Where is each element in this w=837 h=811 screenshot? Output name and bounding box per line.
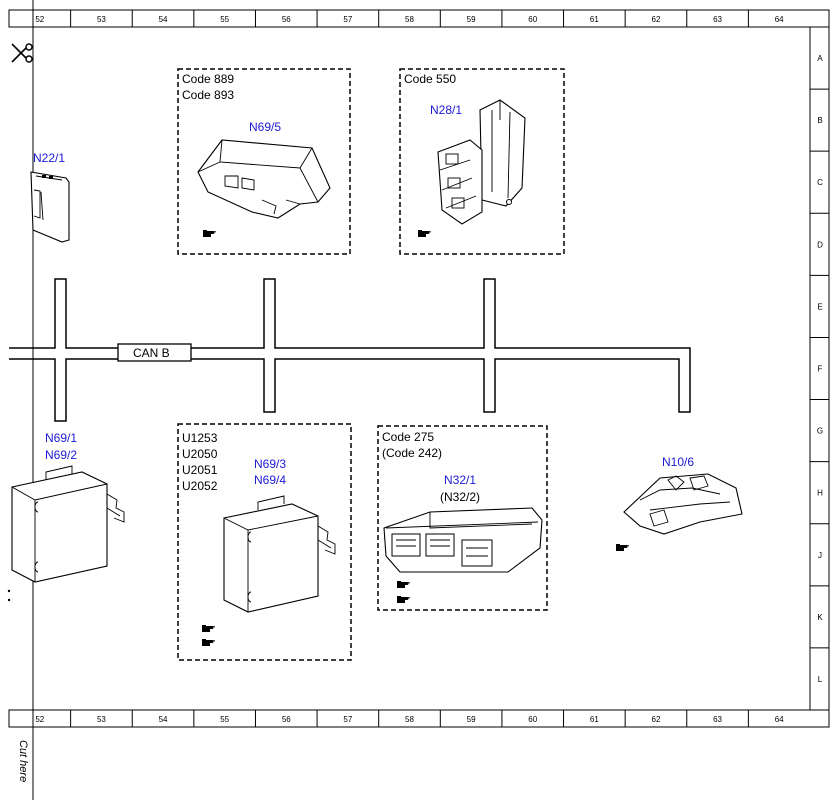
column-number-top: 62: [652, 15, 661, 24]
column-number-top: 53: [97, 15, 106, 24]
n28-1-code: Code 550: [404, 72, 456, 86]
component-n32-1: Code 275 (Code 242) N32/1 (N32/2): [377, 425, 548, 611]
n69-5-code-1: Code 889: [182, 72, 234, 86]
component-n22-1: N22/1: [30, 151, 70, 243]
row-letter: E: [817, 302, 822, 311]
can-bus: [9, 278, 691, 422]
column-number-bottom: 54: [159, 715, 168, 724]
n32-1-code-1: Code 275: [382, 430, 434, 444]
n69-4-label: N69/4: [254, 473, 286, 487]
n69-5-label: N69/5: [249, 120, 281, 134]
n10-6-label: N10/6: [662, 455, 694, 469]
column-number-bottom: 61: [590, 715, 599, 724]
component-n69-3: U1253 U2050 U2051 U2052 N69/3 N69/4: [177, 423, 352, 661]
row-letter: F: [818, 365, 823, 374]
n10-6-module-drawing: [623, 473, 743, 535]
component-n10-6: N10/6: [616, 455, 743, 551]
component-n69-5: Code 889 Code 893 N69/5: [177, 68, 351, 255]
pointing-hand-icon: [203, 230, 216, 237]
column-number-bottom: 52: [35, 715, 44, 724]
n32-2-label: (N32/2): [440, 490, 480, 504]
scissors-icon: [11, 43, 33, 63]
column-number-bottom: 60: [528, 715, 537, 724]
row-letter: H: [817, 489, 823, 498]
frame: 52 52 53 53 54 54 55 55 56 56 57 57 58 58 59 59 60 60 61 61…: [8, 0, 830, 800]
component-n28-1: Code 550 N28/1: [399, 68, 565, 255]
n69-3-label: N69/3: [254, 457, 286, 471]
column-number-bottom: 63: [713, 715, 722, 724]
n28-1-label: N28/1: [430, 103, 462, 117]
pointing-hand-icon: [202, 625, 215, 632]
n32-1-code-2: (Code 242): [382, 446, 442, 460]
n28-1-dashed-box: [399, 68, 565, 255]
row-letter: L: [818, 675, 823, 684]
pointing-hand-icon: [202, 639, 215, 646]
row-letter: A: [817, 54, 823, 63]
pointing-hand-icon: [397, 596, 410, 603]
pointing-hand-icon: [616, 544, 629, 551]
column-number-bottom: 62: [652, 715, 661, 724]
column-number-top: 59: [467, 15, 476, 24]
n69-3-code-2: U2050: [182, 447, 218, 461]
n69-3-dashed-box: [177, 423, 352, 661]
pointing-hand-icon: [418, 230, 431, 237]
column-number-top: 58: [405, 15, 414, 24]
n32-1-label: N32/1: [444, 473, 476, 487]
n22-1-label: N22/1: [33, 151, 65, 165]
n22-1-module-drawing: [30, 171, 70, 243]
column-number-top: 57: [343, 15, 352, 24]
column-number-top: 60: [528, 15, 537, 24]
column-number-bottom: 58: [405, 715, 414, 724]
n69-1-module-drawing: [7, 465, 125, 602]
n69-5-code-2: Code 893: [182, 88, 234, 102]
column-number-top: 55: [220, 15, 229, 24]
n69-3-code-1: U1253: [182, 431, 218, 445]
row-letter: J: [818, 551, 822, 560]
n28-1-module-drawing: [437, 99, 526, 225]
column-number-bottom: 64: [775, 715, 784, 724]
column-number-top: 64: [775, 15, 784, 24]
row-letter: K: [817, 613, 823, 622]
row-letter: D: [817, 240, 823, 249]
column-number-top: 52: [35, 15, 44, 24]
column-number-top: 54: [159, 15, 168, 24]
n69-3-module-drawing: [223, 495, 336, 613]
column-number-top: 63: [713, 15, 722, 24]
column-number-bottom: 53: [97, 715, 106, 724]
row-letter: G: [817, 427, 823, 436]
n69-5-module-drawing: [197, 139, 331, 219]
n32-1-module-drawing: [383, 507, 543, 573]
component-n69-1: N69/1 N69/2: [7, 431, 125, 602]
column-number-bottom: 59: [467, 715, 476, 724]
n69-1-label: N69/1: [45, 431, 77, 445]
cut-here-label: Cut here: [17, 740, 29, 782]
column-number-top: 56: [282, 15, 291, 24]
n69-3-code-4: U2052: [182, 479, 218, 493]
n69-3-code-3: U2051: [182, 463, 218, 477]
row-letter: B: [817, 116, 822, 125]
column-number-bottom: 55: [220, 715, 229, 724]
column-number-top: 61: [590, 15, 599, 24]
pointing-hand-icon: [397, 581, 410, 588]
n32-1-dashed-box: [377, 425, 548, 611]
column-number-bottom: 56: [282, 715, 291, 724]
can-bus-label: CAN B: [133, 346, 170, 360]
row-letter: C: [817, 178, 823, 187]
column-number-bottom: 57: [343, 715, 352, 724]
n69-5-dashed-box: [177, 68, 351, 255]
n69-2-label: N69/2: [45, 448, 77, 462]
